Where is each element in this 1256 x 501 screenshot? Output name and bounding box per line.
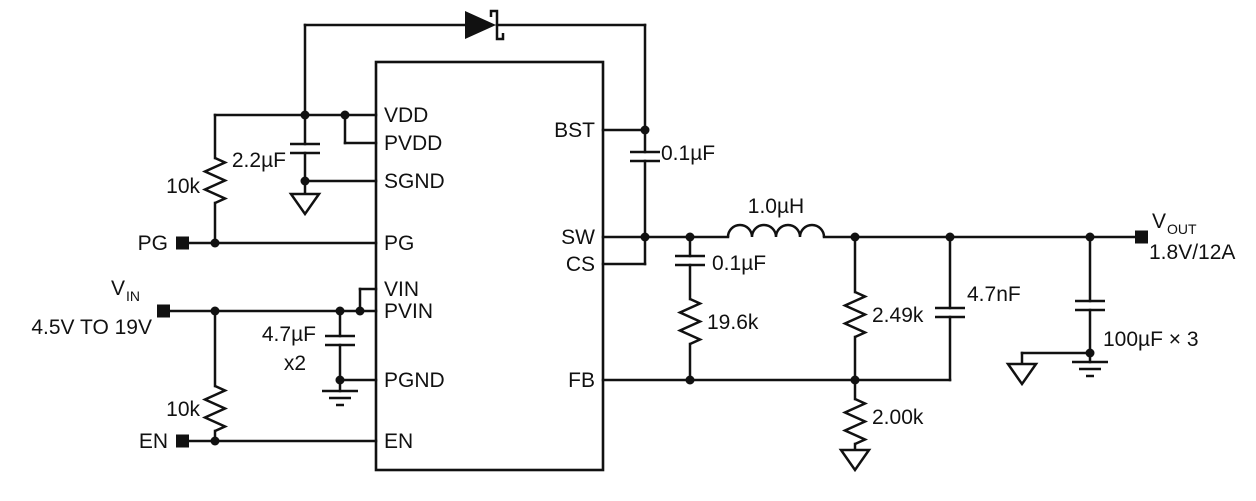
pin-label-pvdd: PVDD — [384, 132, 442, 155]
vin-terminal-icon — [157, 304, 170, 318]
resistor-zigzag-icon — [841, 397, 869, 446]
pin-label-vdd: VDD — [384, 104, 428, 127]
junction-dot — [1085, 232, 1095, 242]
ic-outline — [374, 60, 605, 472]
capacitor-in-value: 4.7µF — [262, 323, 316, 346]
ground-triangle-icon — [288, 192, 322, 217]
junction-dot — [1085, 348, 1095, 358]
capacitor-vdd-icon — [290, 113, 320, 183]
pin-label-fb: FB — [568, 369, 595, 392]
junction-dot — [945, 232, 955, 242]
ground-triangle-icon — [1005, 362, 1039, 387]
en-terminal-icon — [176, 434, 189, 448]
feedforward-capacitor: 4.7nF — [935, 235, 1021, 382]
en-terminal-label: EN — [139, 430, 168, 453]
pin-label-en: EN — [384, 430, 413, 453]
pg-terminal-icon — [176, 236, 189, 250]
output-cap-value: 100µF × 3 — [1103, 328, 1199, 351]
junction-dot — [850, 375, 860, 385]
vout-terminal-icon — [1135, 230, 1148, 244]
resistor-zigzag-icon — [201, 384, 229, 433]
vdd-decoupling-net: 2.2µF — [213, 113, 378, 217]
cs-ramp-network: 0.1µF 19.6k — [675, 235, 766, 382]
schottky-diode-icon — [465, 9, 505, 41]
pin-label-cs: CS — [566, 253, 595, 276]
vout-rating: 1.8V/12A — [1149, 241, 1235, 264]
fb-divider-bottom: 2.00k — [838, 378, 924, 473]
pin-label-pvin: PVIN — [384, 300, 433, 323]
ic-body: VDD PVDD SGND PG VIN PVIN PGND EN BST SW… — [374, 60, 605, 472]
junction-dot — [300, 176, 310, 186]
vout-terminal: V OUT 1.8V/12A — [1135, 210, 1235, 264]
resistor-ramp-value: 19.6k — [707, 311, 759, 334]
junction-dot — [340, 110, 350, 120]
capacitor-in-icon — [325, 309, 355, 382]
junction-dot — [210, 306, 220, 316]
en-divider-value: 10k — [166, 398, 200, 421]
resistor-zigzag-icon — [841, 290, 869, 339]
resistor-zigzag-icon — [676, 297, 704, 346]
pg-terminal-label: PG — [138, 232, 168, 255]
pin-label-pgnd: PGND — [384, 369, 445, 392]
resistor-zigzag-icon — [201, 156, 229, 205]
fb-divider-top: 2.49k — [841, 235, 924, 382]
en-divider-resistor: 10k — [166, 309, 229, 443]
output-capacitors: 100µF × 3 — [1005, 235, 1199, 387]
bootstrap-diode-net — [303, 9, 647, 132]
junction-dot — [210, 436, 220, 446]
en-terminal: EN — [139, 430, 378, 453]
switch-node-net: 1.0µH — [601, 195, 1137, 239]
vout-symbol: V — [1152, 210, 1166, 233]
pin-label-vin: VIN — [384, 278, 419, 301]
junction-dot — [355, 306, 365, 316]
junction-dot — [210, 238, 220, 248]
capacitor-ramp-value: 0.1µF — [712, 252, 766, 275]
junction-dot — [300, 110, 310, 120]
ground-triangle-icon — [838, 448, 872, 473]
pin-label-sw: SW — [561, 226, 595, 249]
inductor-value: 1.0µH — [748, 195, 804, 218]
junction-dot — [640, 125, 650, 135]
pg-pullup-value: 10k — [166, 175, 200, 198]
junction-dot — [850, 232, 860, 242]
fb-bottom-value: 2.00k — [872, 406, 924, 429]
capacitor-vdd-value: 2.2µF — [232, 149, 286, 172]
inductor-icon — [726, 223, 826, 238]
vin-range: 4.5V TO 19V — [31, 316, 152, 339]
pin-label-sgnd: SGND — [384, 170, 445, 193]
capacitor-bst-value: 0.1µF — [661, 142, 715, 165]
feedforward-value: 4.7nF — [967, 283, 1021, 306]
pin-label-bst: BST — [554, 119, 595, 142]
junction-dot — [335, 306, 345, 316]
junction-dot — [685, 375, 695, 385]
fb-top-value: 2.49k — [872, 304, 924, 327]
pin-label-pg: PG — [384, 232, 414, 255]
vin-subscript: IN — [126, 288, 140, 304]
junction-dot — [640, 232, 650, 242]
pg-pullup-resistor: 10k — [166, 113, 229, 245]
junction-dot — [685, 232, 695, 242]
pg-terminal: PG — [138, 232, 378, 255]
capacitor-in-qty: x2 — [284, 352, 306, 375]
vout-subscript: OUT — [1167, 221, 1197, 237]
junction-dots — [210, 110, 1095, 446]
vin-symbol: V — [111, 277, 125, 300]
junction-dot — [335, 375, 345, 385]
